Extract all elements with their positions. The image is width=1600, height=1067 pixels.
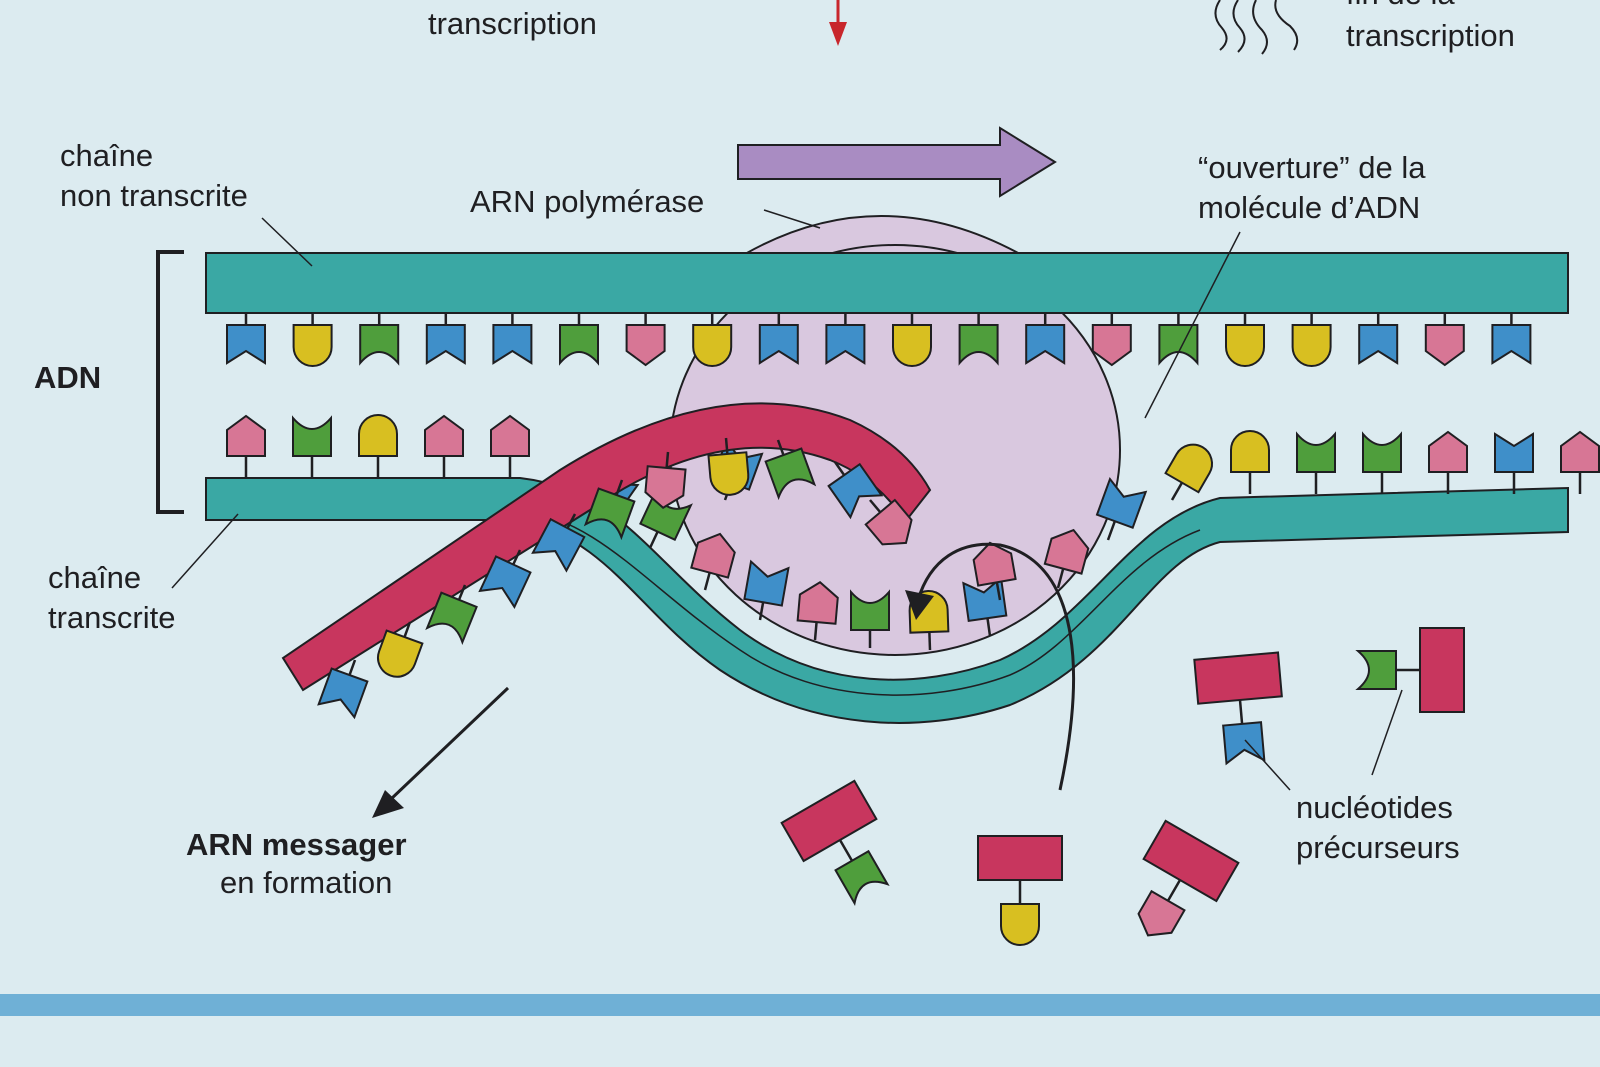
leader-nucleotide-b [1371, 689, 1403, 776]
label-transcription-top: transcription [428, 6, 597, 41]
top-base [226, 313, 266, 365]
bottom-base [1296, 431, 1336, 494]
free-nucleotide [780, 779, 890, 907]
bottom-base [424, 414, 464, 478]
top-base [359, 313, 400, 366]
rna-base [425, 584, 478, 646]
free-nucleotide [1193, 651, 1283, 766]
leader-non-transcribed [261, 217, 313, 267]
end-transcription-squiggles [1214, 0, 1299, 55]
non-transcribed-strand [205, 252, 1569, 314]
label-nucleotides-l2: précurseurs [1296, 830, 1460, 865]
rna-base [827, 461, 884, 520]
leader-polymerase [763, 209, 821, 229]
top-base [1091, 313, 1132, 367]
leader-transcribed [171, 513, 239, 589]
bottom-strand-bases [226, 414, 1600, 589]
leader-opening [1144, 231, 1241, 419]
bottom-base [1043, 528, 1090, 589]
bottom-base [1164, 443, 1213, 501]
leader-nucleotide-a [1244, 739, 1291, 791]
bottom-base [490, 414, 530, 478]
page-bottom-rule [0, 994, 1600, 1016]
rna-base [864, 498, 913, 546]
transcribed-strand [205, 477, 1569, 724]
bottom-base [358, 414, 398, 478]
template-base [796, 580, 839, 641]
free-nucleotide [977, 835, 1063, 946]
template-base [962, 575, 1008, 637]
template-inner-line [519, 509, 1201, 696]
incorporation-arrow [916, 542, 1075, 791]
label-mrna-l1: ARN messager [186, 827, 407, 862]
label-transcribed-l1: chaîne [48, 560, 141, 595]
dna-bracket [156, 250, 184, 514]
bottom-base [1230, 430, 1270, 494]
label-transcribed-l2: transcrite [48, 600, 175, 635]
template-base [690, 532, 736, 591]
top-base [1225, 313, 1265, 367]
incorporation-arrow-head [905, 590, 934, 620]
rna-base [764, 439, 817, 501]
top-base [1491, 313, 1532, 365]
top-base [692, 313, 733, 367]
bottom-base [292, 415, 332, 478]
rna-base [707, 437, 750, 496]
free-nucleotide [1355, 627, 1465, 713]
top-base [892, 313, 932, 367]
bottom-base [226, 414, 266, 478]
top-base [758, 313, 799, 365]
free-nucleotide [1137, 819, 1240, 937]
direction-arrow [737, 126, 1057, 198]
label-opening-l1: “ouverture” de la [1198, 150, 1426, 185]
rna-base [583, 479, 636, 541]
label-mrna-l2: en formation [220, 865, 392, 900]
mrna-exit-arrow [388, 686, 510, 802]
rna-base [377, 621, 424, 678]
template-base [972, 541, 1017, 601]
label-nucleotides-l1: nucléotides [1296, 790, 1453, 825]
label-non-transcribed-l1: chaîne [60, 138, 153, 173]
mrna-exit-arrow-head [372, 790, 404, 818]
top-base [1158, 313, 1199, 366]
top-base [425, 313, 466, 365]
bottom-base [1428, 430, 1468, 494]
label-end-transcription: transcription [1346, 18, 1515, 53]
template-base [743, 559, 790, 621]
top-base [559, 313, 599, 366]
top-strand-bases [226, 313, 1532, 367]
top-base [1358, 313, 1399, 365]
bottom-base [1560, 430, 1600, 494]
mrna-strand [281, 402, 932, 692]
top-base [958, 313, 999, 366]
template-base [850, 589, 890, 648]
rna-base [644, 451, 687, 510]
bottom-base [1362, 431, 1402, 494]
red-down-arrow [829, 0, 847, 46]
mrna-bases [317, 437, 913, 720]
top-base [1291, 313, 1332, 367]
rna-base [478, 549, 532, 610]
top-base [1424, 313, 1465, 367]
rna-base [317, 659, 369, 720]
label-non-transcribed-l2: non transcrite [60, 178, 248, 213]
top-base [1025, 313, 1066, 365]
free-nucleotides [780, 627, 1465, 946]
label-rna-polymerase: ARN polymérase [470, 184, 704, 219]
rna-base [531, 513, 586, 573]
label-opening-l2: molécule d’ADN [1198, 190, 1420, 225]
label-dna: ADN [34, 360, 101, 395]
label-end-transcription-cut: fin de la [1346, 0, 1455, 11]
top-base [625, 313, 666, 367]
bottom-base [1095, 476, 1148, 541]
top-base [292, 313, 333, 367]
bottom-base [1494, 432, 1534, 494]
top-base [825, 313, 866, 365]
top-base [492, 313, 533, 365]
